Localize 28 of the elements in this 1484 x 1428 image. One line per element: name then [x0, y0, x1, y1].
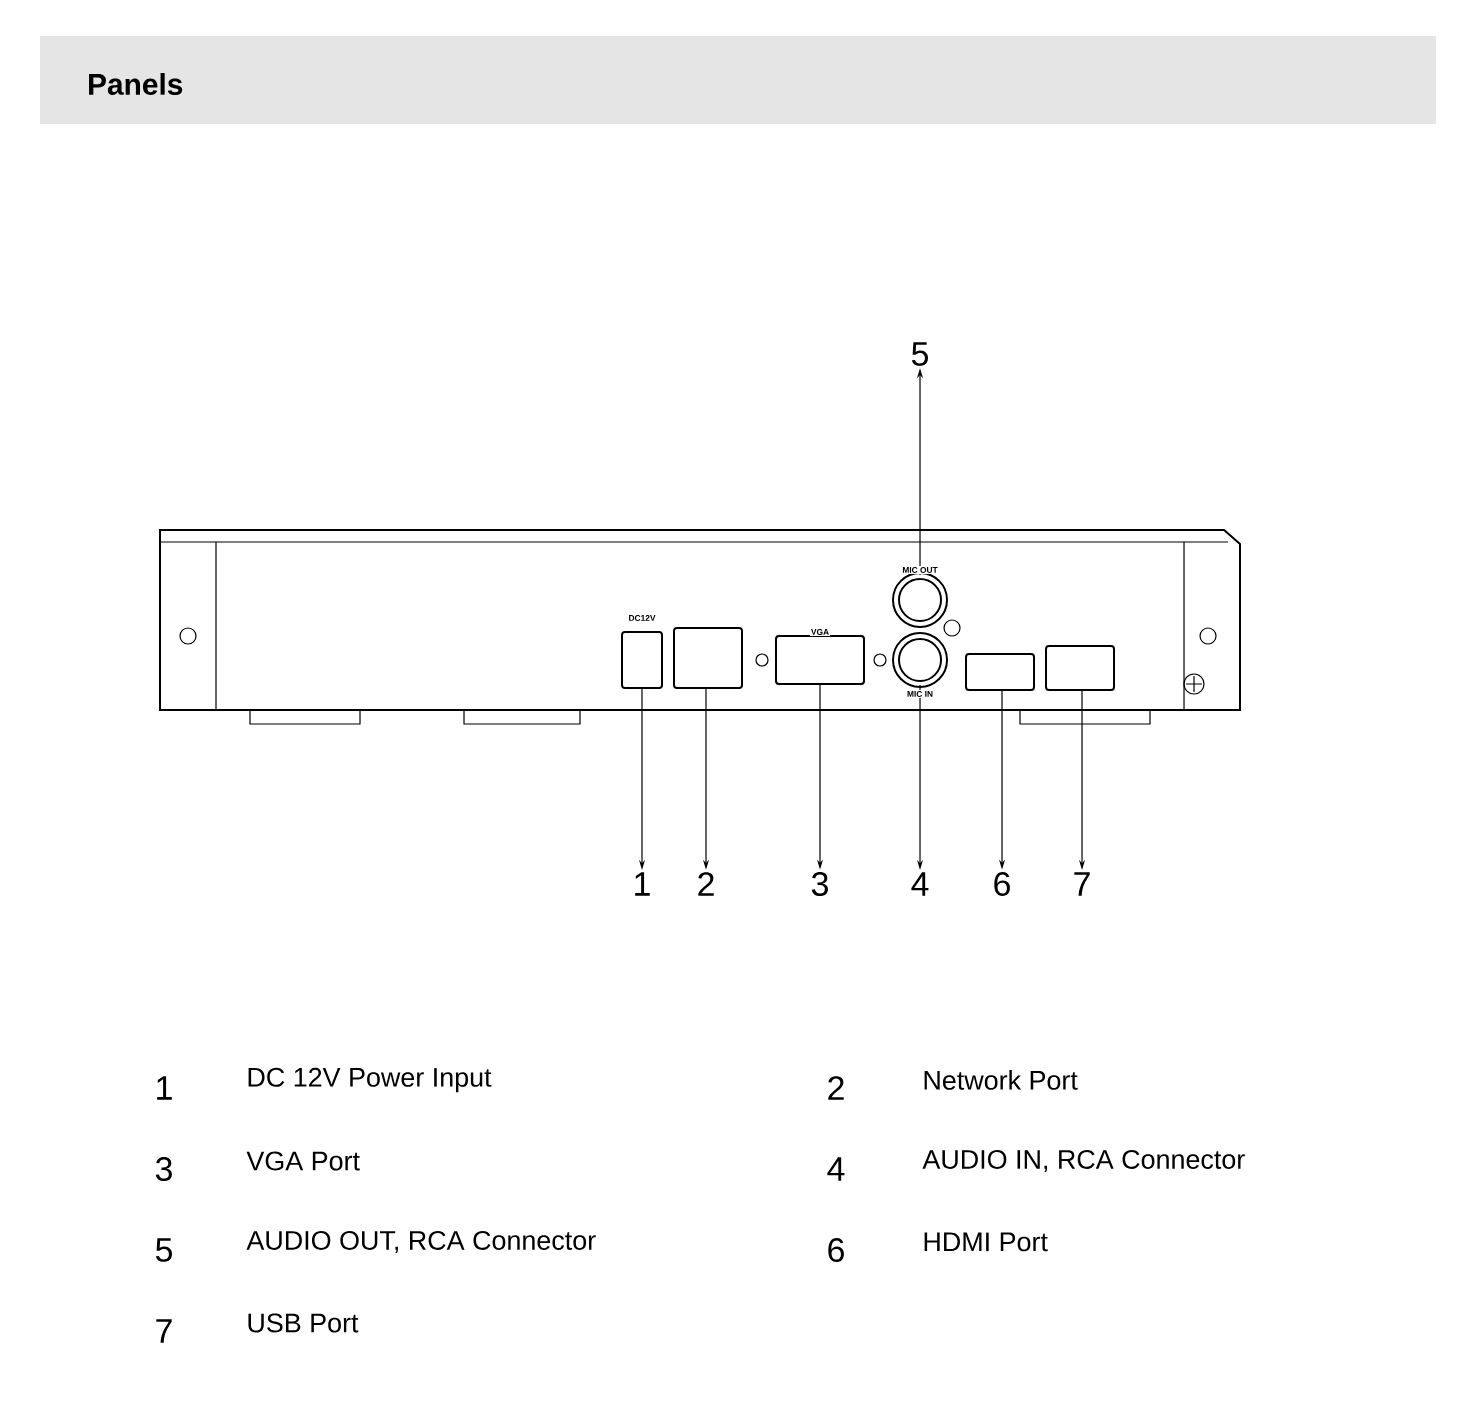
- item-description: AUDIO OUT, RCA Connector: [246, 1230, 596, 1254]
- item-description: USB Port: [248, 1313, 359, 1333]
- callout-number: 7: [1074, 872, 1090, 896]
- callout-number: 2: [698, 872, 714, 896]
- port: [673, 627, 743, 689]
- item-description: AUDIO IN, RCA Connector: [922, 1149, 1245, 1173]
- callout-number: 5: [911, 342, 928, 366]
- item-number: 5: [155, 1238, 172, 1262]
- port: [1045, 645, 1115, 691]
- item-description: VGA Port: [246, 1151, 360, 1171]
- callout-number: 6: [994, 872, 1010, 896]
- port: [775, 635, 865, 685]
- item-description: Network Port: [924, 1070, 1078, 1090]
- item-description: HDMI Port: [924, 1232, 1048, 1252]
- item-number: 2: [828, 1076, 844, 1100]
- rca-jack: [892, 572, 948, 628]
- callout-number: 4: [911, 872, 929, 896]
- title-bar: Panels: [40, 36, 1436, 124]
- item-number: 4: [827, 1157, 845, 1181]
- callout-number: 3: [811, 872, 828, 896]
- item-number: 3: [155, 1157, 172, 1181]
- item-number: 7: [156, 1319, 172, 1343]
- item-description: DC 12V Power Input: [248, 1067, 492, 1093]
- callout-number: 1: [635, 872, 650, 896]
- item-number: 1: [157, 1076, 172, 1100]
- item-number: 6: [828, 1238, 844, 1262]
- port: [621, 631, 663, 689]
- port: [965, 653, 1035, 691]
